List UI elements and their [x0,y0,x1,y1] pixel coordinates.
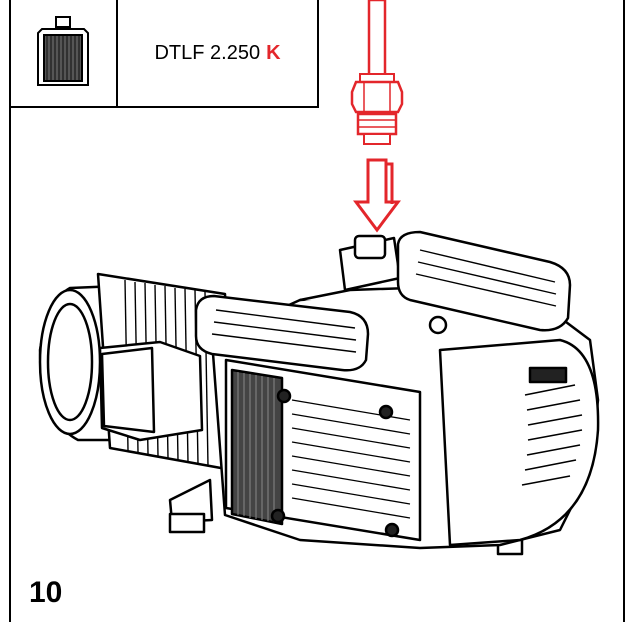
step-number: 10 [29,576,63,609]
model-label: DTLF 2.250 K [118,0,317,106]
header-table: DTLF 2.250 K [9,0,319,108]
vacuum-pump-icon [38,230,600,556]
model-text: DTLF 2.250 [154,41,261,64]
pipe-fitting-icon [350,0,404,145]
icon-cell [11,0,118,106]
variant-mark: K [266,41,281,64]
down-arrow-icon [353,158,401,233]
figure-frame [9,0,625,622]
filter-cartridge-icon [36,16,89,86]
